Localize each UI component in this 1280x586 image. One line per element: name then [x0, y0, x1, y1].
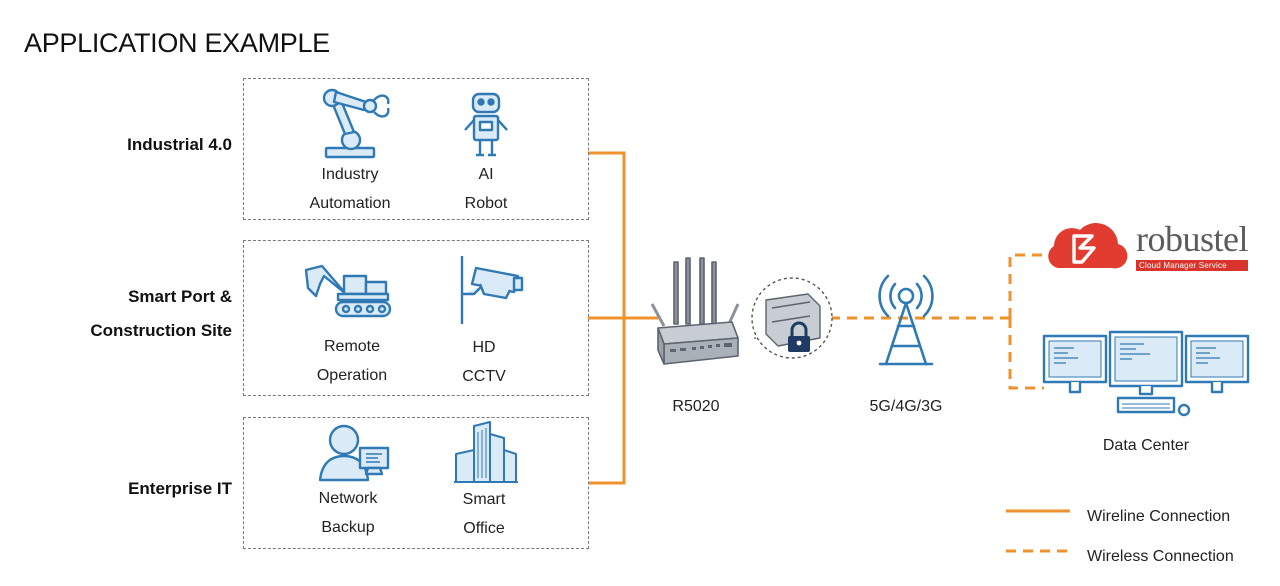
router-icon: [650, 257, 740, 365]
data-center-label: Data Center: [1102, 437, 1190, 454]
wireless-cloud: [1008, 253, 1048, 318]
group-label-smart-port: Smart Port & Construction Site: [90, 287, 232, 340]
router-label: R5020: [672, 398, 720, 415]
cell-tower-icon: [878, 274, 934, 366]
user-computer-icon: [318, 424, 390, 482]
tower-label: 5G/4G/3G: [869, 398, 943, 415]
group-label-enterprise: Enterprise IT: [128, 479, 232, 498]
wireline-industrial: [588, 151, 626, 318]
wireless-datacenter: [1008, 318, 1044, 390]
wireline-enterprise: [588, 318, 626, 485]
padlock-icon: [788, 321, 810, 352]
robot-icon: [464, 92, 508, 157]
monitors-icon: [1042, 330, 1250, 417]
group-label-industrial: Industrial 4.0: [127, 135, 232, 154]
robustel-brand: robustel Cloud Manager Service: [1136, 218, 1248, 271]
office-building-icon: [454, 421, 518, 483]
brand-tagline: Cloud Manager Service: [1136, 260, 1248, 271]
router-security-detail: [751, 277, 833, 359]
legend-wireless: Wireless Connection: [1087, 548, 1234, 565]
robot-arm-icon: [322, 88, 390, 159]
legend-swatches: [1006, 509, 1070, 553]
group-box-enterprise: [243, 417, 589, 549]
excavator-icon: [304, 264, 392, 318]
group-box-smart-port: [243, 240, 589, 396]
brand-name: robustel: [1136, 219, 1248, 259]
cloud-logo-icon: [1048, 223, 1128, 269]
legend-wireline: Wireline Connection: [1087, 508, 1231, 525]
group-box-industrial: [243, 78, 589, 220]
cctv-camera-icon: [460, 256, 524, 324]
page-title: APPLICATION EXAMPLE: [24, 28, 330, 58]
